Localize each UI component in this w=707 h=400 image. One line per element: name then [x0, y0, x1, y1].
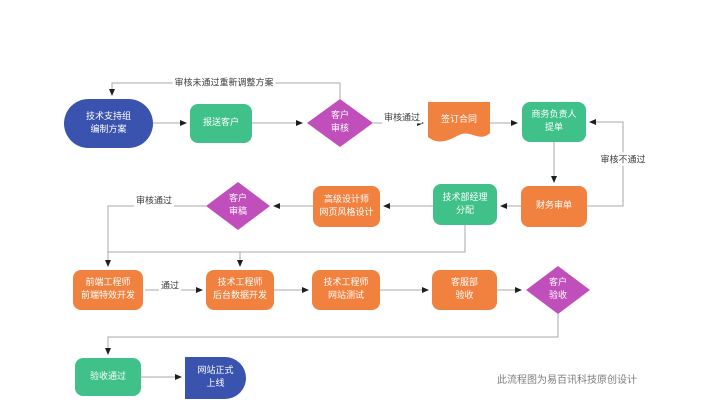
document-shape — [428, 102, 490, 142]
node-site-launch[interactable]: 网站正式 上线 — [185, 357, 246, 399]
node-service-acceptance-label: 客服部 验收 — [450, 278, 478, 301]
node-customer-review-label: 客户 审核 — [330, 111, 349, 134]
node-start[interactable]: 技术支持组 编制方案 — [64, 99, 153, 148]
node-customer-draft-review-label: 客户 审稿 — [228, 194, 247, 217]
edge-label-review-failed: 审核不通过 — [598, 152, 648, 166]
node-business-order-label: 商务负责人 提单 — [531, 110, 577, 133]
node-frontend-dev-label: 前端工程师 前端特效开发 — [80, 278, 135, 301]
credit-text: 此流程图为易百讯科技原创设计 — [497, 375, 637, 386]
node-manager-assign-label: 技术部经理 分配 — [442, 192, 488, 216]
edge-review2-pass-to-frontend — [105, 205, 206, 267]
node-submit-customer[interactable]: 报送客户 — [190, 104, 252, 143]
node-frontend-dev[interactable]: 前端工程师 前端特效开发 — [73, 270, 143, 310]
node-backend-dev-label: 技术工程师 后台数据开发 — [212, 278, 267, 301]
edge-label-review-passed-1: 审核通过 — [381, 110, 423, 124]
node-finance-review[interactable]: 财务审单 — [521, 186, 587, 227]
node-site-testing-label: 技术工程师 网站测试 — [323, 278, 369, 301]
edge-label-rework: 审核未通过重新调整方案 — [172, 75, 276, 89]
node-site-testing[interactable]: 技术工程师 网站测试 — [312, 270, 380, 310]
node-customer-acceptance-label: 客户 验收 — [548, 278, 567, 301]
node-sign-contract-label: 签订合同 — [440, 115, 477, 125]
node-business-order[interactable]: 商务负责人 提单 — [522, 102, 586, 142]
node-backend-dev[interactable]: 技术工程师 后台数据开发 — [206, 270, 274, 310]
node-submit-customer-label: 报送客户 — [202, 118, 239, 128]
node-start-label: 技术支持组 编制方案 — [85, 111, 131, 135]
edge-assign-branch-to-backend — [237, 225, 466, 267]
node-designer-style[interactable]: 高级设计师 网页风格设计 — [313, 186, 380, 227]
node-manager-assign[interactable]: 技术部经理 分配 — [433, 184, 497, 225]
node-acceptance-passed-label: 验收通过 — [89, 371, 126, 382]
node-sign-contract[interactable]: 签订合同 — [428, 102, 490, 143]
edge-label-review-passed-2: 审核通过 — [133, 193, 175, 207]
node-site-launch-label: 网站正式 上线 — [197, 366, 234, 389]
node-finance-review-label: 财务审单 — [535, 201, 572, 211]
edge-label-passed: 通过 — [158, 278, 182, 292]
edge-review3-to-accepted — [105, 314, 559, 355]
node-designer-style-label: 高级设计师 网页风格设计 — [319, 194, 374, 218]
node-acceptance-passed[interactable]: 验收通过 — [75, 358, 141, 396]
node-service-acceptance[interactable]: 客服部 验收 — [432, 270, 497, 310]
